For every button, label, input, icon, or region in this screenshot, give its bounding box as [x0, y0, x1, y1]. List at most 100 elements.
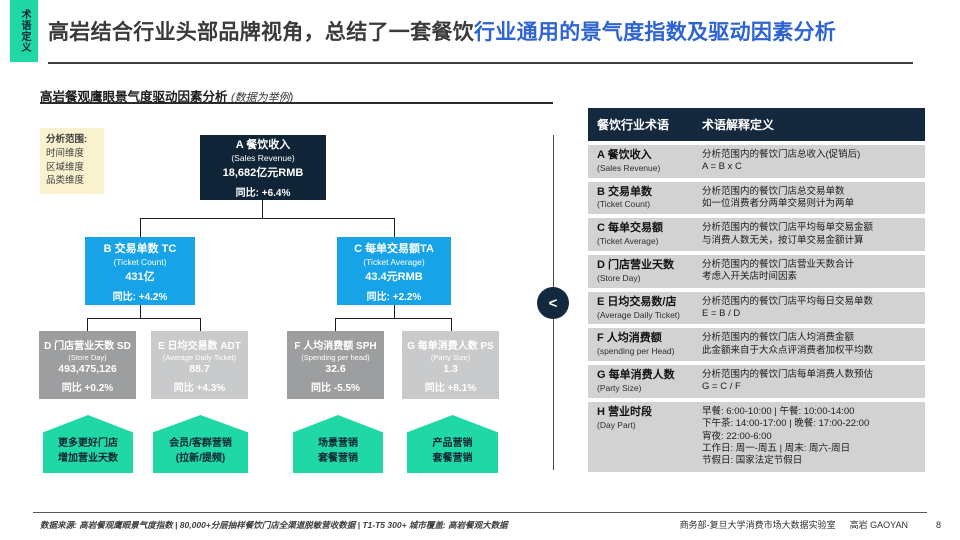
definitions-table: 餐饮行业术语 术语解释定义 A 餐饮收入(Sales Revenue) 分析范围… [588, 108, 925, 472]
section-title: 高岩餐观鹰眼景气度驱动因素分析 (数据为举例) [40, 86, 293, 105]
term-english: (Sales Revenue) [597, 162, 661, 173]
definition-line: 分析范围内的餐饮门店总收入(促销后) [702, 149, 861, 160]
table-header-term: 餐饮行业术语 [597, 118, 670, 132]
term-english: (Ticket Count) [597, 199, 651, 210]
node-yoy: 同比 +8.1% [424, 382, 477, 394]
tree-node-avg-daily-ticket: E 日均交易数 ADT (Average Daily Ticket) 88.7 … [151, 331, 248, 399]
definition-line: 分析范围内的餐饮门店平均每日交易单数 [702, 295, 874, 307]
page-title: 高岩结合行业头部品牌视角，总结了一套餐饮行业通用的景气度指数及驱动因素分析 [48, 16, 836, 46]
action-line: 会员/客群营销 [169, 438, 232, 449]
definition-line: 早餐: 6:00-10:00 | 午餐: 10:00-14:00 [702, 405, 855, 417]
node-yoy: 同比 +4.3% [173, 382, 226, 394]
node-yoy: 同比 -5.5% [311, 382, 360, 394]
section-rule [40, 102, 553, 104]
action-line: 产品营销 [432, 438, 473, 449]
definition-line: 如一位消费者分两单交易则计为两单 [702, 198, 855, 210]
tree-node-spending-per-head: F 人均消费额 SPH (Spending per head) 32.6 同比 … [287, 331, 384, 399]
term-definition: 分析范围内的餐饮门店人均消费金额此金额来自于大众点评消费者加权平均数 [692, 328, 925, 361]
footer-rule [33, 512, 927, 513]
term-english: (Party Size) [597, 382, 642, 393]
term-name: G 每单消费人数 [597, 369, 675, 382]
chevron-left-icon: < [537, 287, 569, 319]
term-definition: 分析范围内的餐饮门店营业天数合计考虑入开关店时间因素 [692, 255, 925, 288]
tree-node-party-size: G 每单消费人数 PS (Party Size) 1.3 同比 +8.1% [402, 331, 499, 399]
node-yoy: 同比: +2.2% [366, 291, 422, 303]
term-english: (Average Daily Ticket) [597, 309, 680, 320]
footer-data-source: 数据来源: 高岩餐观鹰眼景气度指数 | 80,000+分层抽样餐饮门店全渠道脱敏… [40, 520, 508, 530]
action-line: 增加营业天数 [58, 453, 118, 464]
table-header-definition: 术语解释定义 [702, 118, 775, 132]
connector-line [335, 318, 336, 331]
side-tab-definitions: 术语定义 [10, 0, 38, 62]
node-title: E 日均交易数 ADT [158, 340, 241, 352]
footer-author: 高岩 GAOYAN [849, 520, 908, 530]
definition-line: G = C / F [702, 381, 741, 393]
scope-box: 分析范围: 时间维度 区域维度 品类维度 [40, 128, 104, 194]
tree-node-store-day: D 门店营业天数 SD (Store Day) 493,475,126 同比 +… [39, 331, 136, 399]
connector-line [140, 305, 141, 318]
term-definition: 分析范围内的餐饮门店总交易单数如一位消费者分两单交易则计为两单 [692, 182, 925, 215]
table-row: A 餐饮收入(Sales Revenue) 分析范围内的餐饮门店总收入(促销后)… [588, 145, 925, 178]
title-rule [48, 62, 913, 64]
term-name: E 日均交易数/店 [597, 295, 677, 308]
term-english: (Day Part) [597, 419, 636, 430]
definition-line: 分析范围内的餐饮门店平均每单交易金额 [702, 222, 874, 234]
page-title-highlight: 行业通用的景气度指数及驱动因素分析 [474, 21, 837, 44]
table-row: B 交易单数(Ticket Count) 分析范围内的餐饮门店总交易单数如一位消… [588, 181, 925, 215]
connector-line [335, 318, 451, 319]
connector-line [394, 305, 395, 318]
scope-item: 品类维度 [46, 175, 85, 187]
action-line: 更多更好门店 [58, 438, 118, 449]
definition-line: 宵夜: 22:00-6:00 [702, 430, 772, 442]
term-name: F 人均消费额 [597, 332, 662, 345]
node-subtitle: (Store Day) [68, 352, 107, 362]
node-yoy: 同比 +0.2% [61, 382, 114, 394]
node-title: C 每单交易额TA [354, 242, 434, 255]
footer-meta: 商务部-复旦大学消费市场大数据实验室 高岩 GAOYAN 8 [600, 518, 947, 531]
node-value: 88.7 [189, 362, 210, 375]
section-title-text: 高岩餐观鹰眼景气度驱动因素分析 [40, 90, 228, 104]
node-subtitle: (Ticket Average) [363, 256, 425, 267]
term-name: D 门店营业天数 [597, 259, 674, 272]
scope-title: 分析范围: [46, 134, 88, 145]
node-subtitle: (Sales Revenue) [231, 153, 295, 163]
connector-line [87, 318, 200, 319]
page-number: 8 [935, 520, 941, 530]
node-subtitle: (Spending per head) [301, 352, 370, 362]
action-line: 套餐营销 [432, 453, 473, 464]
chevron-glyph: < [548, 294, 558, 312]
term-definition: 分析范围内的餐饮门店平均每单交易金额与消费人数无关，按订单交易金额计算 [692, 218, 925, 251]
table-row: H 营业时段(Day Part) 早餐: 6:00-10:00 | 午餐: 10… [588, 401, 925, 472]
term-name: C 每单交易额 [597, 222, 663, 235]
table-row: D 门店营业天数(Store Day) 分析范围内的餐饮门店营业天数合计考虑入开… [588, 255, 925, 288]
definition-line: E = B / D [702, 308, 741, 320]
table-row: F 人均消费额(spending per Head) 分析范围内的餐饮门店人均消… [588, 328, 925, 362]
connector-line [140, 218, 394, 219]
connector-line [394, 218, 395, 237]
side-tab-label: 术语定义 [19, 9, 30, 53]
term-name: A 餐饮收入 [597, 149, 652, 161]
action-line: 套餐营销 [318, 453, 358, 464]
action-arrow-membership: 会员/客群营销 (拉新/提频) [153, 415, 248, 473]
definition-line: 与消费人数无关，按订单交易金额计算 [702, 234, 864, 246]
section-note: (数据为举例) [231, 92, 294, 104]
node-value: 1.3 [443, 362, 458, 375]
action-arrow-stores: 更多更好门店 增加营业天数 [43, 415, 133, 473]
scope-item: 时间维度 [46, 147, 85, 159]
node-subtitle: (Party Size) [430, 352, 471, 362]
definition-line: 下午茶: 14:00-17:00 | 晚餐: 17:00-22:00 [702, 418, 870, 430]
node-subtitle: (Average Daily Ticket) [162, 352, 237, 362]
definition-line: 分析范围内的餐饮门店营业天数合计 [702, 259, 855, 271]
term-definition: 分析范围内的餐饮门店总收入(促销后)A = B x C [692, 145, 925, 178]
definition-line: 分析范围内的餐饮门店人均消费金额 [702, 332, 855, 344]
connector-line [451, 318, 452, 331]
footer-organization: 商务部-复旦大学消费市场大数据实验室 [679, 520, 836, 530]
connector-line [140, 218, 141, 237]
action-arrow-product-marketing: 产品营销 套餐营销 [407, 415, 498, 473]
node-value: 493,475,126 [58, 362, 117, 375]
node-title: G 每单消费人数 PS [407, 340, 494, 352]
